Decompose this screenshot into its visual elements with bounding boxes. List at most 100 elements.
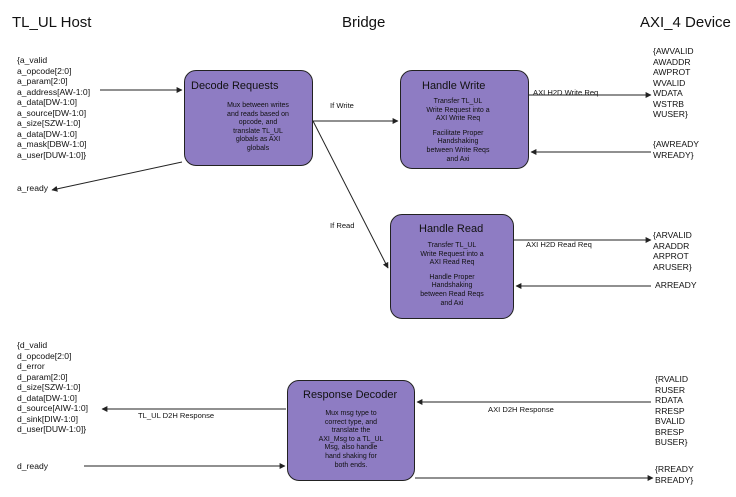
if-write-label: If Write bbox=[330, 101, 354, 110]
description-line: Handshaking bbox=[431, 282, 473, 290]
device-heading: AXI_4 Device bbox=[640, 14, 731, 31]
device-read-signal: ARUSER} bbox=[653, 261, 692, 272]
description-line: both ends. bbox=[334, 461, 368, 469]
description-line: Transfer TL_UL bbox=[433, 98, 483, 105]
host-d-signal: d_error bbox=[17, 361, 45, 371]
host-d-signal: d_sink[DIW-1:0] bbox=[17, 413, 78, 424]
description-line: AXI Write Req bbox=[435, 115, 481, 123]
host-a-signal: a_size[SZW-1:0] bbox=[17, 118, 81, 128]
host-d-signal: d_user[DUW-1:0]} bbox=[17, 424, 87, 434]
response-decoder-title: Response Decoder bbox=[303, 389, 398, 401]
device-resp-signal-list: {RVALID RUSER RDATA RRESP BVALID BRESP B… bbox=[655, 374, 688, 448]
device-resp-ready-list: {RREADY BREADY} bbox=[655, 464, 694, 485]
host-d-signal: d_size[SZW-1:0] bbox=[17, 382, 81, 392]
device-resp-signal: RDATA bbox=[655, 395, 683, 405]
device-read-signal: ARPROT bbox=[653, 251, 689, 261]
decode-requests-block: Decode Requests Mux between writes and r… bbox=[184, 70, 313, 166]
description-line: AXI Read Req bbox=[429, 259, 475, 267]
host-d-signal: d_opcode[2:0] bbox=[17, 350, 72, 361]
device-write-signal: WSTRB bbox=[653, 98, 685, 109]
description-line: translate TL_UL bbox=[233, 127, 283, 135]
device-read-ready: ARREADY bbox=[655, 280, 697, 290]
description-line: opcode, and bbox=[238, 119, 278, 127]
axi-write-req-label: AXI H2D Write Req bbox=[533, 88, 599, 97]
device-read-signal-list: {ARVALID ARADDR ARPROT ARUSER} bbox=[653, 230, 692, 272]
device-resp-signal: RUSER bbox=[655, 384, 686, 395]
description-line: Write Request into a bbox=[420, 250, 484, 258]
host-heading: TL_UL Host bbox=[12, 14, 92, 31]
if-read-label: If Read bbox=[330, 221, 355, 230]
host-d-signal: d_data[DW-1:0] bbox=[17, 392, 78, 403]
device-read-signal: {ARVALID bbox=[653, 230, 692, 240]
host-a-signal: a_data[DW-1:0] bbox=[17, 128, 78, 139]
handle-read-title: Handle Read bbox=[419, 223, 484, 235]
if-read-arrow bbox=[312, 120, 389, 269]
description-line: AXI_Msg to a TL_UL bbox=[318, 435, 384, 443]
description-line: globals as AXI bbox=[235, 136, 281, 144]
device-write-signal: WDATA bbox=[653, 88, 683, 98]
a-ready-arrow bbox=[51, 161, 183, 192]
device-write-ready-list: {AWREADY WREADY} bbox=[653, 139, 699, 160]
device-resp-signal: BVALID bbox=[655, 416, 685, 426]
description-line: hand shaking for bbox=[325, 452, 377, 460]
host-d-signal: d_source[AIW-1:0] bbox=[17, 403, 89, 413]
response-decoder-description: Mux msg type to correct type, and transl… bbox=[306, 410, 396, 470]
handle-read-description: Transfer TL_UL Write Request into a AXI … bbox=[407, 242, 497, 308]
host-a-signal: a_address[AW-1:0] bbox=[17, 86, 91, 97]
axi-d2h-response-label: AXI D2H Response bbox=[488, 405, 554, 414]
bridge-heading: Bridge bbox=[342, 14, 386, 31]
response-decoder-block: Response Decoder Mux msg type to correct… bbox=[287, 380, 415, 481]
device-resp-ready: {RREADY bbox=[655, 464, 694, 474]
description-line: and Axi bbox=[440, 299, 464, 307]
device-write-signal: WUSER} bbox=[653, 109, 688, 119]
description-line: and reads based on bbox=[227, 110, 289, 118]
axi-read-req-label: AXI H2D Read Req bbox=[526, 240, 592, 249]
device-write-ready: WREADY} bbox=[653, 149, 694, 160]
device-resp-signal: {RVALID bbox=[655, 374, 689, 384]
description-line: correct type, and bbox=[324, 418, 378, 426]
host-d-signal: d_param[2:0] bbox=[17, 371, 68, 382]
host-a-signal: a_param[2:0] bbox=[17, 76, 68, 86]
description-line: Handshaking bbox=[437, 138, 479, 146]
host-d-ready: d_ready bbox=[17, 461, 49, 471]
description-line: translate the bbox=[331, 427, 371, 435]
device-resp-signal: BUSER} bbox=[655, 437, 688, 447]
host-a-signal: a_opcode[2:0] bbox=[17, 65, 72, 76]
host-a-signal-list: {a_valid a_opcode[2:0] a_param[2:0] a_ad… bbox=[17, 55, 90, 160]
decode-requests-title: Decode Requests bbox=[191, 80, 279, 92]
host-a-ready: a_ready bbox=[17, 183, 49, 193]
device-write-signal: WVALID bbox=[653, 77, 686, 88]
handle-read-block: Handle Read Transfer TL_UL Write Request… bbox=[390, 214, 514, 319]
device-resp-ready: BREADY} bbox=[655, 474, 694, 485]
host-a-signal: a_mask[DBW-1:0] bbox=[17, 139, 87, 149]
device-read-signal: ARADDR bbox=[653, 240, 690, 251]
description-line: Write Request into a bbox=[426, 106, 490, 114]
description-line: between Write Reqs bbox=[426, 146, 490, 154]
device-resp-signal: BRESP bbox=[655, 426, 685, 437]
description-line: between Read Reqs bbox=[420, 290, 484, 298]
description-line: Handle Proper bbox=[429, 273, 475, 281]
device-write-ready: {AWREADY bbox=[653, 139, 700, 149]
tl-d2h-response-label: TL_UL D2H Response bbox=[138, 411, 215, 420]
decode-requests-description: Mux between writes and reads based on op… bbox=[213, 102, 303, 154]
host-a-signal: a_source[DW-1:0] bbox=[17, 107, 87, 118]
description-line: Mux msg type to bbox=[325, 410, 377, 417]
description-line: Transfer TL_UL bbox=[427, 242, 477, 249]
description-line: and Axi bbox=[446, 155, 470, 163]
description-line: Msg, also handle bbox=[324, 444, 378, 452]
device-write-signal: AWADDR bbox=[653, 56, 691, 67]
host-a-signal: a_data[DW-1:0] bbox=[17, 97, 78, 107]
host-d-signal-list: {d_valid d_opcode[2:0] d_error d_param[2… bbox=[17, 340, 88, 435]
host-a-signal: {a_valid bbox=[17, 55, 48, 65]
device-write-signal-list: {AWVALID AWADDR AWPROT WVALID WDATA WSTR… bbox=[653, 46, 694, 120]
host-a-signal: a_user[DUW-1:0]} bbox=[17, 149, 87, 160]
description-line: Mux between writes bbox=[227, 102, 289, 109]
handle-write-block: Handle Write Transfer TL_UL Write Reques… bbox=[400, 70, 529, 169]
description-line: globals bbox=[246, 144, 270, 152]
description-line: Facilitate Proper bbox=[432, 129, 484, 137]
handle-write-title: Handle Write bbox=[422, 80, 486, 92]
device-resp-signal: RRESP bbox=[655, 405, 685, 416]
handle-write-description: Transfer TL_UL Write Request into a AXI … bbox=[413, 98, 503, 164]
host-d-signal: {d_valid bbox=[17, 340, 48, 350]
